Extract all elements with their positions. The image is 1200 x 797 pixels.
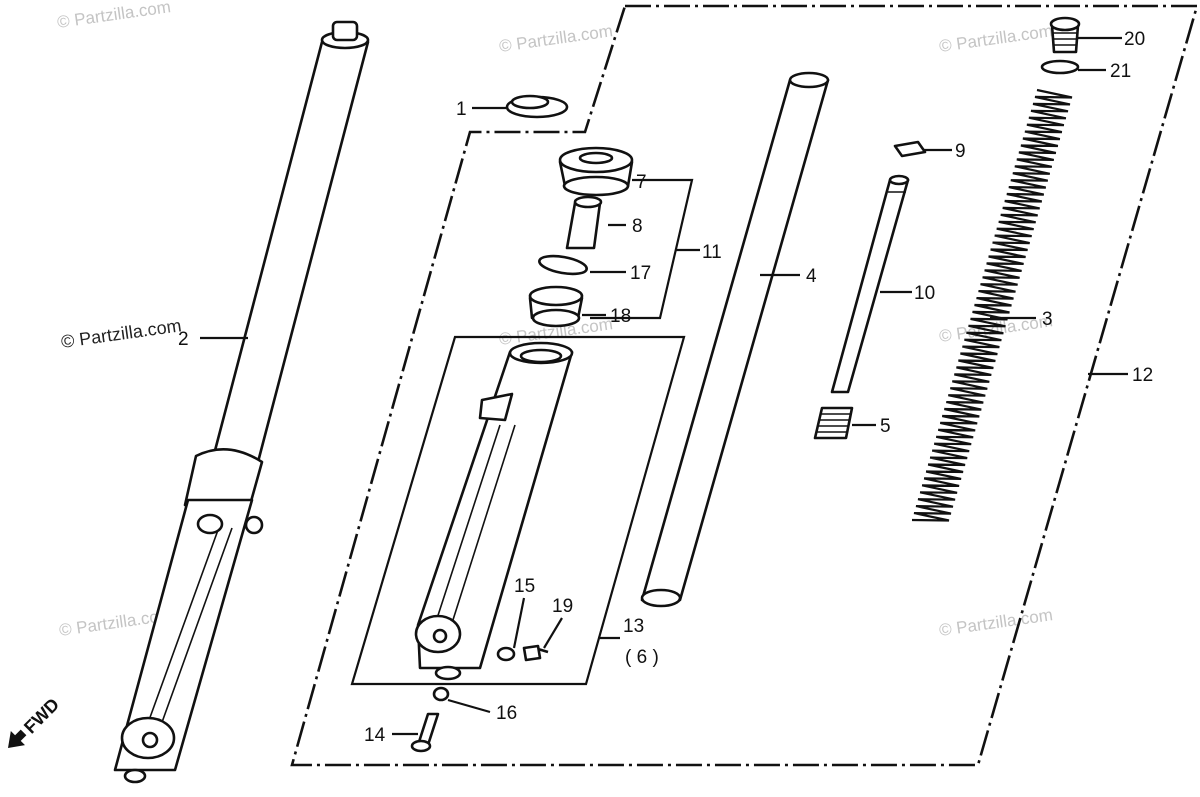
callout-15: 15 — [514, 576, 535, 597]
callout-12: 12 — [1132, 365, 1153, 386]
fwd-label: FWD — [20, 694, 63, 737]
callout-18: 18 — [610, 306, 631, 327]
fork-pipe — [640, 71, 830, 608]
leader-lines — [200, 36, 1128, 736]
callout-labels: 1 2 3 4 5 7 8 9 10 11 12 13 ( 6 ) 14 15 … — [178, 29, 1153, 746]
fork-spring — [911, 88, 1073, 522]
rebound-spring — [813, 406, 854, 440]
socket-bolt — [410, 712, 440, 753]
piston-ring — [893, 140, 927, 158]
assembly-13-outline — [350, 335, 686, 686]
callout-19: 19 — [552, 596, 573, 617]
callout-4: 4 — [806, 266, 817, 287]
callout-9: 9 — [955, 141, 966, 162]
o-ring — [1040, 59, 1080, 75]
washer — [496, 646, 516, 662]
watermark: © Partzilla.com — [60, 315, 183, 352]
clip — [538, 254, 588, 276]
stopper-ring — [505, 94, 569, 119]
arrow-icon — [8, 729, 27, 748]
watermark: © Partzilla.com — [938, 21, 1054, 56]
callout-10: 10 — [914, 283, 935, 304]
callout-11: 11 — [702, 242, 722, 263]
callout-21: 21 — [1110, 61, 1131, 82]
callout-17: 17 — [630, 263, 651, 284]
watermark: © Partzilla.com — [498, 21, 614, 56]
watermark: © Partzilla.com — [938, 605, 1054, 640]
oil-seal — [558, 146, 634, 197]
bushing — [528, 285, 584, 328]
forward-direction-indicator: FWD — [8, 694, 63, 748]
callout-3: 3 — [1042, 309, 1053, 330]
assembled-fork — [113, 20, 370, 784]
collar — [565, 195, 603, 250]
gasket — [432, 686, 450, 702]
callout-14: 14 — [364, 725, 386, 746]
callout-13-quantity: ( 6 ) — [625, 647, 659, 668]
callout-8: 8 — [632, 216, 643, 237]
callout-16: 16 — [496, 703, 517, 724]
bottom-case — [414, 341, 574, 681]
callout-2: 2 — [178, 329, 189, 350]
assembly-12-outline — [290, 4, 1199, 767]
callout-1: 1 — [456, 99, 467, 120]
callout-7: 7 — [636, 172, 647, 193]
callout-5: 5 — [880, 416, 891, 437]
watermark: © Partzilla.com — [56, 0, 172, 32]
fork-bolt — [1049, 16, 1081, 54]
fork-piston — [830, 174, 910, 394]
screw — [522, 644, 549, 662]
callout-20: 20 — [1124, 29, 1145, 50]
callout-13: 13 — [623, 616, 644, 637]
